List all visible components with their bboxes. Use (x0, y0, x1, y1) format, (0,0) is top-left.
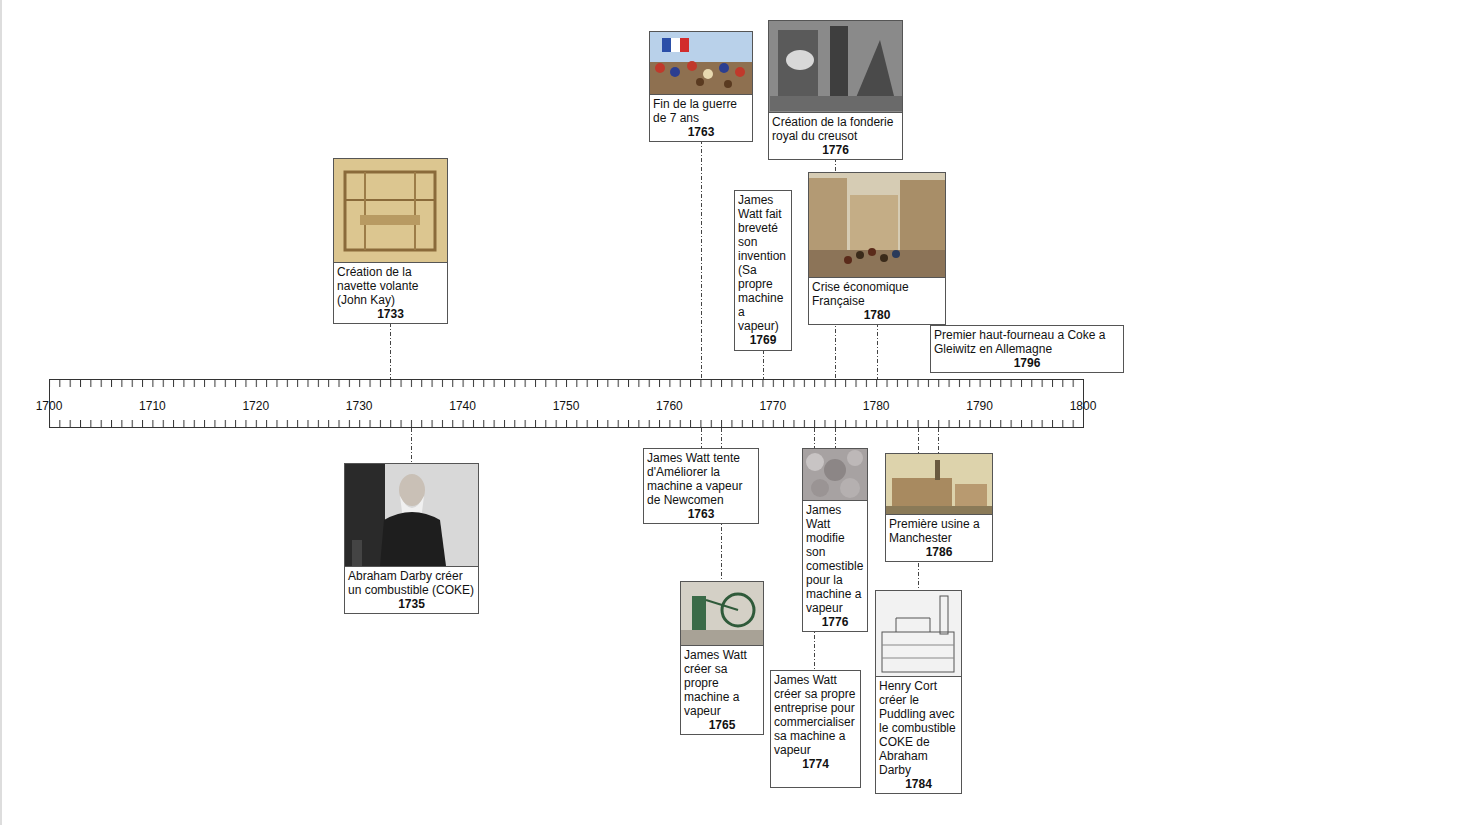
axis-year: 1780 (863, 399, 890, 413)
event-year: 1735 (348, 597, 475, 611)
event-text: James Watt fait breveté son invention (S… (738, 193, 788, 333)
steam-engine-picture (681, 582, 764, 646)
puddling-furnace-picture (876, 591, 962, 677)
event-box: Henry Cort créer le Puddling avec le com… (875, 676, 962, 794)
axis-year: 1740 (449, 399, 476, 413)
street-riot-picture (809, 173, 946, 278)
foundry-picture (769, 21, 903, 113)
event-text: James Watt créer sa propre machine a vap… (684, 648, 760, 718)
coal-picture (803, 449, 868, 501)
event-box: Première usine a Manchester1786 (885, 514, 993, 562)
event-box: James Watt créer sa propre machine a vap… (680, 645, 764, 735)
event-box: James Watt modifie son comestible pour l… (802, 500, 868, 632)
event-year: 1763 (653, 125, 749, 139)
event-text: Crise économique Française (812, 280, 942, 308)
portrait-picture (345, 464, 479, 567)
event-box: Premier haut-fourneau a Coke a Gleiwitz … (930, 325, 1124, 373)
axis-year: 1770 (759, 399, 786, 413)
event-year: 1784 (879, 777, 958, 791)
event-box: James Watt fait breveté son invention (S… (734, 190, 792, 351)
event-year: 1776 (772, 143, 899, 157)
event-year: 1796 (934, 356, 1120, 370)
event-year: 1765 (684, 718, 760, 732)
event-box: Création de la navette volante (John Kay… (333, 262, 448, 324)
factory-picture (886, 454, 993, 515)
event-text: Création de la fonderie royal du creusot (772, 115, 899, 143)
event-year: 1776 (806, 615, 864, 629)
axis-year: 1720 (242, 399, 269, 413)
event-text: Première usine a Manchester (889, 517, 989, 545)
event-text: James Watt modifie son comestible pour l… (806, 503, 864, 615)
event-box: Fin de la guerre de 7 ans1763 (649, 94, 753, 142)
axis-year: 1730 (346, 399, 373, 413)
axis-year: 1750 (553, 399, 580, 413)
event-box: James Watt créer sa propre entreprise po… (770, 670, 861, 788)
axis-year: 1700 (36, 399, 63, 413)
event-year: 1774 (774, 757, 857, 771)
event-text: Premier haut-fourneau a Coke a Gleiwitz … (934, 328, 1120, 356)
event-year: 1780 (812, 308, 942, 322)
loom-picture (334, 159, 448, 263)
battle-picture (650, 32, 753, 95)
event-box: Crise économique Française1780 (808, 277, 946, 325)
event-box: Création de la fonderie royal du creusot… (768, 112, 903, 160)
event-box: Abraham Darby créer un combustible (COKE… (344, 566, 479, 614)
axis-year: 1710 (139, 399, 166, 413)
axis-year: 1790 (966, 399, 993, 413)
timeline-axis (49, 380, 1084, 429)
event-year: 1769 (738, 333, 788, 347)
event-text: James Watt créer sa propre entreprise po… (774, 673, 857, 757)
event-year: 1786 (889, 545, 989, 559)
event-year: 1733 (337, 307, 444, 321)
event-text: Abraham Darby créer un combustible (COKE… (348, 569, 475, 597)
event-box: James Watt tente d'Améliorer la machine … (643, 448, 759, 524)
event-year: 1763 (647, 507, 755, 521)
event-text: Henry Cort créer le Puddling avec le com… (879, 679, 958, 777)
axis-year: 1760 (656, 399, 683, 413)
event-text: James Watt tente d'Améliorer la machine … (647, 451, 755, 507)
page-edge (1, 0, 2, 825)
axis-year: 1800 (1070, 399, 1097, 413)
event-text: Fin de la guerre de 7 ans (653, 97, 749, 125)
event-text: Création de la navette volante (John Kay… (337, 265, 444, 307)
